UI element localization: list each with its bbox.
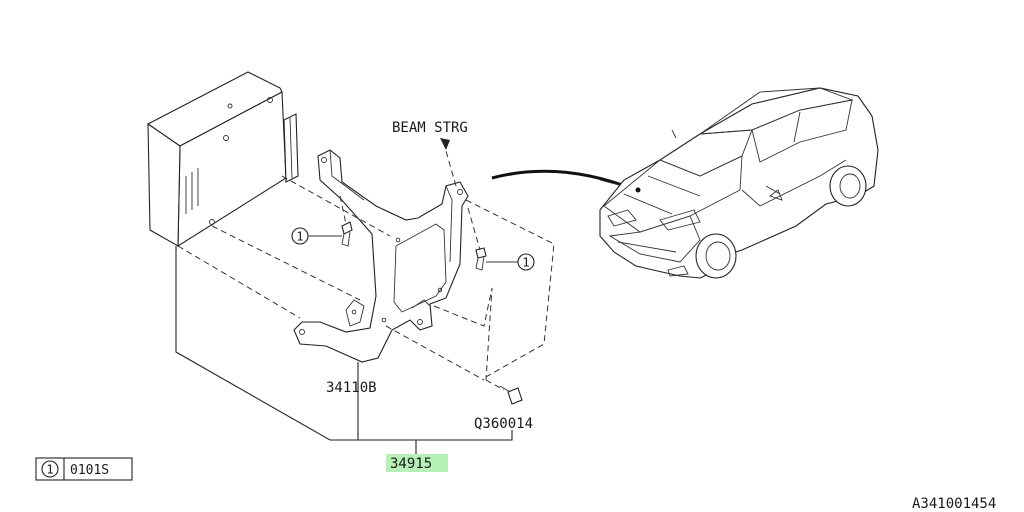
callout-right-number: 1: [522, 256, 529, 270]
mounting-bracket[interactable]: [293, 149, 469, 363]
part-number-assembly[interactable]: 34915: [390, 456, 432, 472]
callout-left-number: 1: [296, 230, 303, 244]
alignment-lines: [177, 143, 555, 391]
beam-strg-label: BEAM STRG: [392, 120, 468, 136]
bolt-right[interactable]: [475, 247, 487, 271]
car-illustration: [599, 87, 879, 279]
part-number-highlight: [386, 454, 448, 472]
part-number-bolt[interactable]: Q360014: [474, 416, 533, 432]
callout-right[interactable]: 1: [486, 253, 535, 271]
location-arrow: [491, 169, 637, 192]
callout-left[interactable]: 1: [291, 227, 342, 245]
legend-callout-number: 1: [46, 463, 53, 477]
part-number-bracket[interactable]: 34110B: [326, 380, 377, 396]
legend-code: 0101S: [70, 463, 109, 478]
legend-box: 1 0101S: [35, 457, 133, 481]
beam-strg-arrow: [440, 138, 450, 150]
control-unit[interactable]: [146, 71, 299, 248]
reference-lines: [175, 246, 513, 454]
bolt-q360014[interactable]: [499, 385, 523, 405]
bolt-left[interactable]: [341, 221, 353, 247]
figure-id: A341001454: [912, 496, 996, 512]
